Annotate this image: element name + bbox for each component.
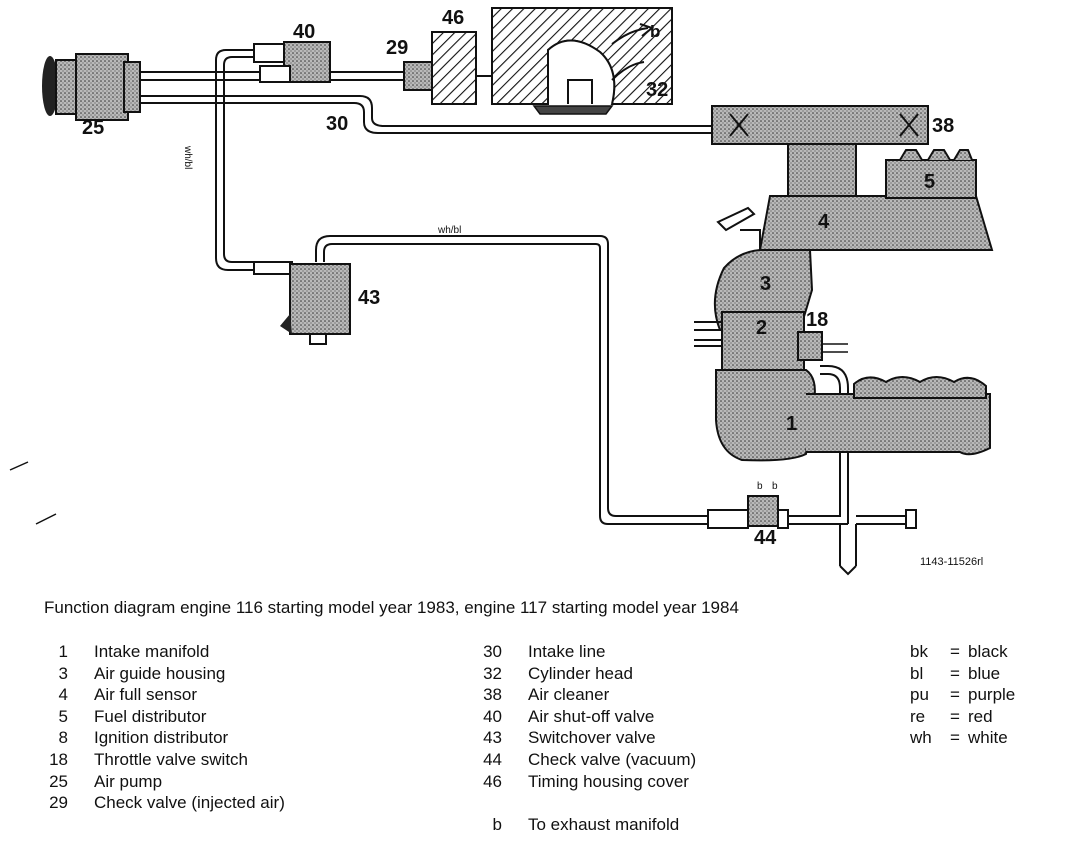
wire-label-vertical: wh/bl [182, 146, 193, 170]
timing-housing-cover [431, 31, 477, 105]
label-18: 18 [806, 309, 829, 331]
label-b: b [650, 22, 661, 41]
check-valve-vacuum [707, 495, 917, 529]
abbreviation-item: pu=purple [910, 685, 1016, 705]
switchover-valve [253, 261, 351, 345]
label-2: 2 [756, 317, 768, 339]
diagram-caption: Function diagram engine 116 starting mod… [44, 598, 739, 617]
hose-lines [140, 49, 906, 576]
abbreviation-item: wh=white [910, 728, 1008, 748]
label-3: 3 [760, 273, 772, 295]
scan-mark [9, 461, 29, 471]
color-abbreviations: bk=black bl=blue pu=purple re=red wh=whi… [910, 641, 1060, 749]
label-29: 29 [386, 37, 409, 59]
air-cleaner [711, 105, 929, 145]
abbreviation-item: bk=black [910, 642, 1008, 661]
label-30: 30 [326, 113, 349, 135]
air-shut-off-valve [253, 41, 331, 83]
label-44: 44 [754, 527, 777, 549]
label-1: 1 [786, 413, 798, 435]
cylinder-head [491, 7, 673, 115]
label-4: 4 [818, 211, 830, 233]
label-5: 5 [924, 171, 936, 193]
label-40: 40 [293, 21, 316, 43]
air-pump [42, 53, 141, 121]
port-label-b-left: b [757, 481, 763, 492]
figure-reference: 1143-11526rl [920, 556, 984, 568]
label-32: 32 [646, 79, 669, 101]
scan-mark [35, 513, 57, 525]
label-43: 43 [358, 287, 381, 309]
engine-assembly [694, 143, 994, 462]
label-38: 38 [932, 115, 955, 137]
abbreviation-item: re=red [910, 706, 993, 726]
port-label-b-right: b [772, 481, 778, 492]
label-25: 25 [82, 117, 105, 139]
label-46: 46 [442, 7, 465, 29]
wire-label-horizontal: wh/bl [438, 225, 462, 236]
abbreviation-item: bl=blue [910, 663, 1001, 683]
